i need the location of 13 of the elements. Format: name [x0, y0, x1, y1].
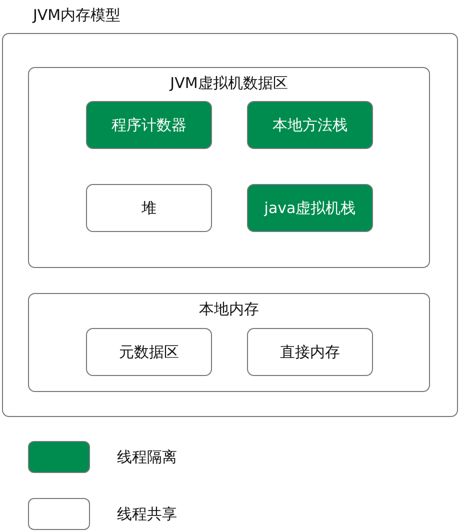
region-box	[28, 293, 430, 392]
memory-area-box: 直接内存	[247, 328, 373, 376]
region-heading: JVM虚拟机数据区	[168, 74, 289, 93]
memory-area-box: java虚拟机栈	[247, 184, 373, 232]
memory-area-box: 程序计数器	[86, 101, 212, 149]
region-heading: 本地内存	[198, 300, 260, 319]
memory-area-box: 元数据区	[86, 328, 212, 376]
legend-label: 线程共享	[117, 505, 177, 524]
memory-area-box: 本地方法栈	[247, 101, 373, 149]
legend-label: 线程隔离	[117, 448, 177, 467]
memory-area-box: 堆	[86, 184, 212, 232]
group-heading: JVM内存模型	[33, 6, 121, 25]
region-box	[28, 67, 430, 268]
